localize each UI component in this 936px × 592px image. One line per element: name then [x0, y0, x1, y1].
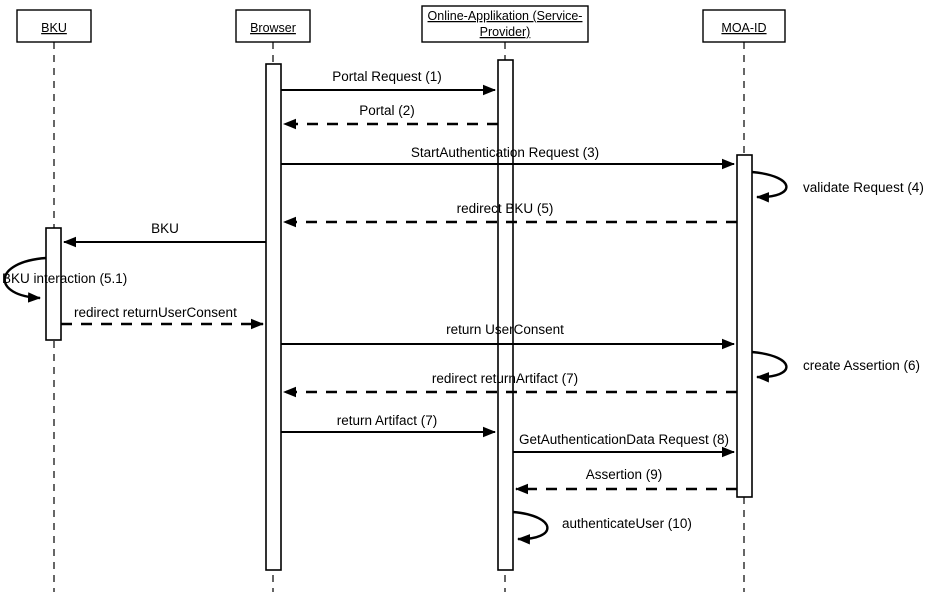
message-arrow-bku-interaction: [3, 256, 47, 303]
message-label-authenticate-user: authenticateUser (10): [562, 516, 692, 531]
lifeline-label-oa-line2: Provider): [480, 25, 531, 39]
lifeline-label-browser: Browser: [250, 21, 296, 35]
message-redirect-return-artifact[interactable]: redirect returnArtifact (7): [283, 371, 737, 398]
activation-bar-bku: [45, 227, 62, 341]
message-label-bku: BKU: [151, 221, 179, 236]
message-label-validate-request: validate Request (4): [803, 180, 924, 195]
message-label-redirect-return-artifact: redirect returnArtifact (7): [432, 371, 578, 386]
lifeline-head-box-browser[interactable]: [235, 9, 311, 43]
message-return-artifact[interactable]: return Artifact (7): [281, 413, 496, 438]
message-label-return-user-consent: return UserConsent: [446, 322, 564, 337]
message-return-user-consent[interactable]: return UserConsent: [281, 322, 735, 350]
message-label-return-artifact: return Artifact (7): [337, 413, 438, 428]
message-label-assertion: Assertion (9): [586, 467, 663, 482]
message-assertion[interactable]: Assertion (9): [515, 467, 737, 495]
message-label-bku-interaction: BKU interaction (5.1): [2, 271, 127, 286]
activation-bar-oa: [497, 59, 514, 571]
message-bku[interactable]: BKU: [63, 221, 266, 248]
lifeline-head-box-oa[interactable]: [421, 5, 589, 43]
message-arrow-authenticate-user: [512, 510, 549, 545]
message-portal[interactable]: Portal (2): [283, 103, 498, 130]
message-authenticate-user[interactable]: authenticateUser (10): [512, 510, 692, 545]
activation-bar-moaid: [736, 154, 753, 498]
message-arrow-validate-request: [751, 170, 788, 203]
message-validate-request[interactable]: validate Request (4): [751, 170, 924, 203]
message-label-portal-request: Portal Request (1): [332, 69, 442, 84]
activation-bar-browser: [265, 63, 282, 571]
lifeline-head-box-bku[interactable]: [16, 9, 92, 43]
message-label-create-assertion: create Assertion (6): [803, 358, 920, 373]
message-arrow-create-assertion: [751, 350, 788, 383]
lifeline-bku: BKU: [16, 9, 92, 592]
message-label-start-authentication-request: StartAuthentication Request (3): [411, 145, 599, 160]
message-create-assertion[interactable]: create Assertion (6): [751, 350, 920, 383]
message-label-redirect-return-user-consent: redirect returnUserConsent: [74, 305, 237, 320]
message-redirect-return-user-consent[interactable]: redirect returnUserConsent: [61, 305, 264, 330]
lifeline-label-moaid: MOA-ID: [721, 21, 766, 35]
message-label-get-authentication-data-request: GetAuthenticationData Request (8): [519, 432, 729, 447]
lifeline-head-box-moaid[interactable]: [702, 9, 786, 43]
message-get-authentication-data-request[interactable]: GetAuthenticationData Request (8): [513, 432, 735, 458]
message-bku-interaction[interactable]: BKU interaction (5.1): [2, 256, 127, 303]
lifeline-label-bku: BKU: [41, 21, 67, 35]
message-portal-request[interactable]: Portal Request (1): [281, 69, 496, 96]
message-label-portal: Portal (2): [359, 103, 415, 118]
lifeline-label-oa-line1: Online-Applikation (Service-: [428, 9, 583, 23]
message-label-redirect-bku: redirect BKU (5): [457, 201, 554, 216]
message-start-authentication-request[interactable]: StartAuthentication Request (3): [281, 145, 735, 170]
lifeline-browser: Browser: [235, 9, 311, 592]
message-redirect-bku[interactable]: redirect BKU (5): [283, 201, 737, 228]
